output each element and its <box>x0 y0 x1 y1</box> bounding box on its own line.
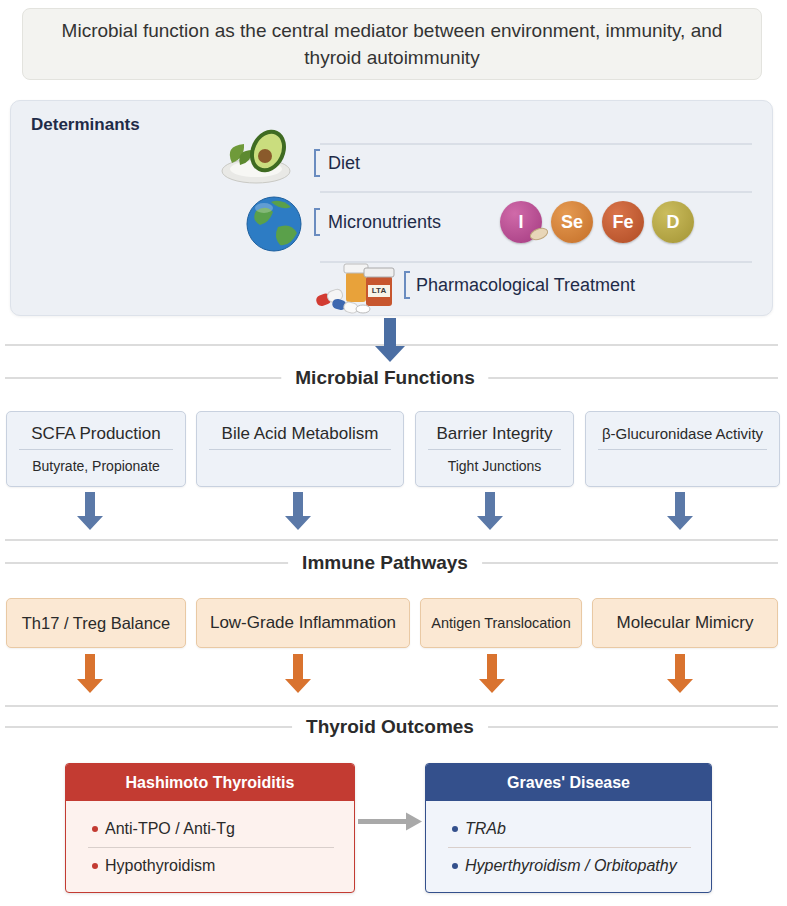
bullet-row: Hyperthyroidism / Orbitopathy <box>452 853 703 879</box>
function-box: Barrier IntegrityTight Junctions <box>415 411 574 487</box>
box-title: β-Glucuronidase Activity <box>588 421 777 447</box>
panel-heading: Determinants <box>31 115 140 135</box>
section-heading: Immune Pathways <box>288 551 482 575</box>
orange-arrows <box>77 654 693 693</box>
group-panel: DeterminantsI Se Fe D <box>10 100 773 316</box>
nutrient-circle: D <box>652 201 694 243</box>
box-title: Bile Acid Metabolism <box>199 421 401 447</box>
bullet-row: Anti-TPO / Anti-Tg <box>92 816 346 842</box>
circle-label: Se <box>561 212 583 233</box>
bullet-dot <box>92 826 98 832</box>
flow-arrow <box>667 654 693 693</box>
bullet-row: Hypothyroidism <box>92 853 346 879</box>
box-separator <box>19 449 173 450</box>
row-label: Micronutrients <box>328 210 441 234</box>
box-subtitle: Butyrate, Propionate <box>9 455 183 477</box>
flow-arrow <box>77 492 103 530</box>
bullet-text: Hypothyroidism <box>105 853 215 879</box>
box-title: SCFA Production <box>9 421 183 447</box>
box-subtitle: Tight Junctions <box>418 455 571 477</box>
box-title: Molecular Mimicry <box>617 613 754 633</box>
pathway-box: Molecular Mimicry <box>592 598 778 648</box>
box-title: Th17 / Treg Balance <box>22 614 171 633</box>
row-separator <box>448 847 691 848</box>
box-text-stack: Low-Grade Inflammation <box>210 613 396 633</box>
circle-label: Fe <box>612 212 633 233</box>
bullet-dot <box>452 863 458 869</box>
box-title: Barrier Integrity <box>418 421 571 447</box>
outcome-box: Graves' DiseaseTRAbHyperthyroidism / Orb… <box>425 763 712 893</box>
arrow-head <box>406 813 422 831</box>
section-rule <box>5 345 778 346</box>
box-title: Low-Grade Inflammation <box>210 613 396 633</box>
flow-arrow <box>285 654 311 693</box>
flow-arrow <box>477 492 503 530</box>
box-title: Antigen Translocation <box>431 615 570 631</box>
box-text-stack: Molecular Mimicry <box>617 613 754 633</box>
bullet-text: Hyperthyroidism / Orbitopathy <box>465 853 677 879</box>
section-heading: Thyroid Outcomes <box>292 715 488 739</box>
connector-line <box>358 819 410 824</box>
connector-arrow <box>358 813 422 831</box>
pathway-box: Low-Grade Inflammation <box>196 598 410 648</box>
function-box: Bile Acid Metabolism <box>196 411 404 487</box>
box-text-stack: Antigen Translocation <box>431 615 570 631</box>
nutrient-circle: I <box>500 201 542 243</box>
bullet-dot <box>92 863 98 869</box>
box-separator <box>598 449 767 450</box>
bullet-dot <box>452 826 458 832</box>
row-label: Pharmacological Treatment <box>416 273 635 297</box>
outcome-box: Hashimoto ThyroiditisAnti-TPO / Anti-TgH… <box>65 763 355 893</box>
flow-arrow <box>285 492 311 530</box>
pathway-box: Th17 / Treg Balance <box>6 598 186 648</box>
blue-arrows <box>77 492 693 530</box>
nutrient-circle: Se <box>551 201 593 243</box>
flow-arrow <box>479 654 505 693</box>
section-rule <box>5 706 778 707</box>
outcome-heading: Graves' Disease <box>426 764 711 801</box>
section-heading: Microbial Functions <box>281 366 488 390</box>
circle-label: D <box>667 212 680 233</box>
pathway-box: Antigen Translocation <box>420 598 582 648</box>
circle-label: I <box>518 212 523 233</box>
title-box: Microbial function as the central mediat… <box>22 8 762 80</box>
function-box: β-Glucuronidase Activity <box>585 411 780 487</box>
nutrient-circle: Fe <box>602 201 644 243</box>
outcome-heading: Hashimoto Thyroiditis <box>66 764 354 801</box>
bullet-text: Anti-TPO / Anti-Tg <box>105 816 235 842</box>
flow-arrow <box>77 654 103 693</box>
row-separator <box>88 847 334 848</box>
bottle-text: LTA <box>368 285 390 297</box>
box-text-stack: Th17 / Treg Balance <box>22 614 171 633</box>
box-separator <box>209 449 391 450</box>
row-label: Diet <box>328 151 360 175</box>
bullet-text: TRAb <box>465 816 506 842</box>
section-rule <box>5 540 778 541</box>
section-rules <box>5 345 778 727</box>
flow-arrow <box>375 318 405 362</box>
function-box: SCFA ProductionButyrate, Propionate <box>6 411 186 487</box>
bullet-row: TRAb <box>452 816 703 842</box>
flow-arrow <box>667 492 693 530</box>
box-separator <box>428 449 561 450</box>
